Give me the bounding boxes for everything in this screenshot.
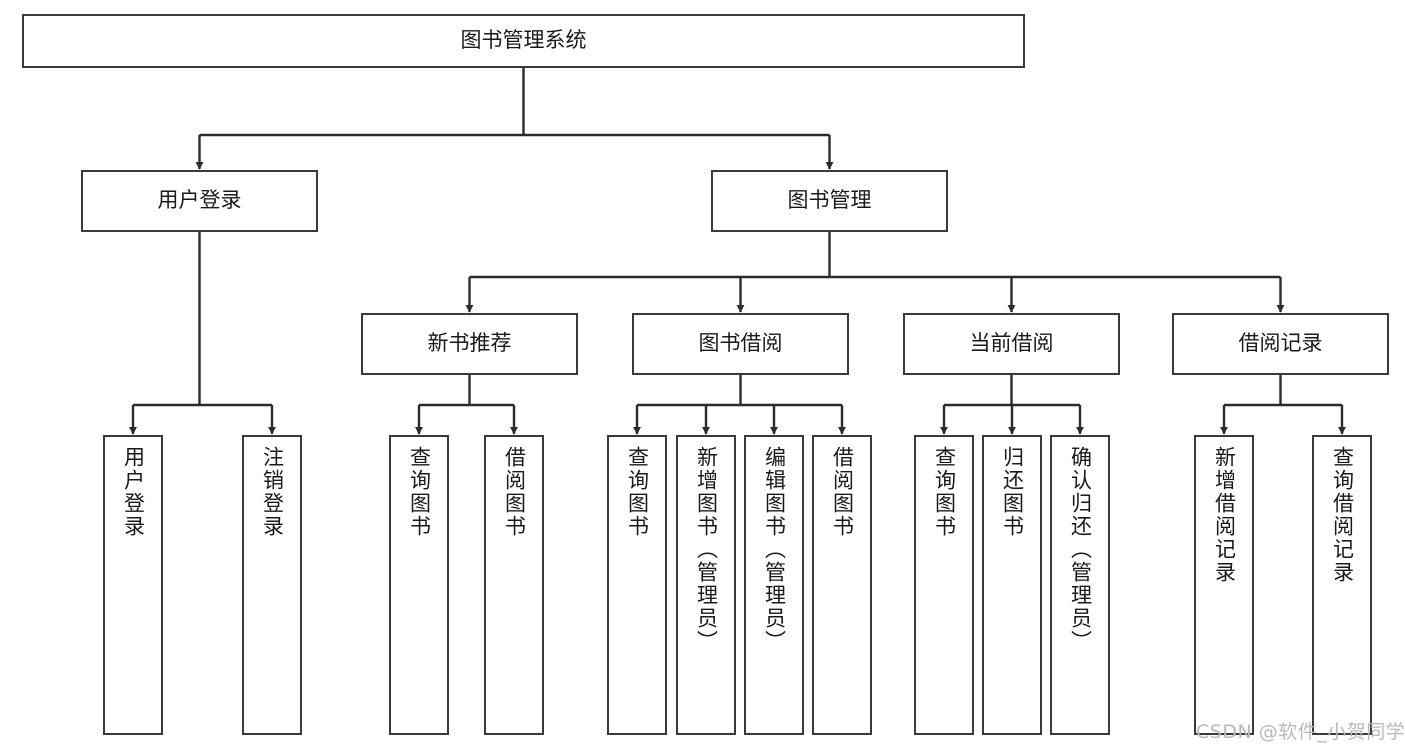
node-label-leaf-c-confirm: 确认归还（管理员）	[1068, 446, 1093, 653]
node-label-root: 图书管理系统	[460, 28, 587, 53]
node-borrow[interactable]: 图书借阅	[632, 313, 849, 375]
node-label-records: 借阅记录	[1238, 331, 1323, 356]
node-label-leaf-login: 用户登录	[121, 446, 146, 538]
node-leaf-r-query[interactable]: 查询借阅记录	[1312, 435, 1372, 735]
node-label-newbook: 新书推荐	[427, 331, 512, 356]
node-label-leaf-nb-query: 查询图书	[407, 446, 432, 538]
node-label-current: 当前借阅	[969, 331, 1054, 356]
node-login[interactable]: 用户登录	[81, 170, 318, 232]
node-leaf-b-edit[interactable]: 编辑图书（管理员）	[744, 435, 804, 735]
node-label-leaf-r-add: 新增借阅记录	[1212, 446, 1237, 584]
node-leaf-nb-borrow[interactable]: 借阅图书	[484, 435, 544, 735]
node-leaf-c-confirm[interactable]: 确认归还（管理员）	[1050, 435, 1110, 735]
node-label-borrow: 图书借阅	[698, 331, 783, 356]
node-label-leaf-b-query: 查询图书	[625, 446, 650, 538]
node-leaf-c-query[interactable]: 查询图书	[914, 435, 974, 735]
node-label-bookmgmt: 图书管理	[787, 188, 872, 213]
node-label-leaf-logout: 注销登录	[260, 446, 285, 538]
watermark: CSDN @软件_小贺同学	[1196, 721, 1405, 743]
edge-layer	[129, 68, 1346, 435]
node-label-leaf-c-return: 归还图书	[1000, 446, 1025, 538]
node-leaf-b-query[interactable]: 查询图书	[607, 435, 667, 735]
node-leaf-r-add[interactable]: 新增借阅记录	[1194, 435, 1254, 735]
node-label-leaf-b-edit: 编辑图书（管理员）	[762, 446, 787, 653]
node-leaf-nb-query[interactable]: 查询图书	[389, 435, 449, 735]
node-label-leaf-r-query: 查询借阅记录	[1330, 446, 1355, 584]
node-root[interactable]: 图书管理系统	[22, 14, 1025, 68]
node-label-login: 用户登录	[157, 188, 242, 213]
node-label-leaf-b-borrow: 借阅图书	[830, 446, 855, 538]
node-current[interactable]: 当前借阅	[903, 313, 1120, 375]
node-leaf-b-add[interactable]: 新增图书（管理员）	[676, 435, 736, 735]
node-label-leaf-nb-borrow: 借阅图书	[502, 446, 527, 538]
node-bookmgmt[interactable]: 图书管理	[711, 170, 948, 232]
node-leaf-logout[interactable]: 注销登录	[242, 435, 302, 735]
node-leaf-b-borrow[interactable]: 借阅图书	[812, 435, 872, 735]
node-label-leaf-b-add: 新增图书（管理员）	[694, 446, 719, 653]
node-leaf-login[interactable]: 用户登录	[103, 435, 163, 735]
node-leaf-c-return[interactable]: 归还图书	[982, 435, 1042, 735]
node-label-leaf-c-query: 查询图书	[932, 446, 957, 538]
node-newbook[interactable]: 新书推荐	[361, 313, 578, 375]
node-records[interactable]: 借阅记录	[1172, 313, 1389, 375]
